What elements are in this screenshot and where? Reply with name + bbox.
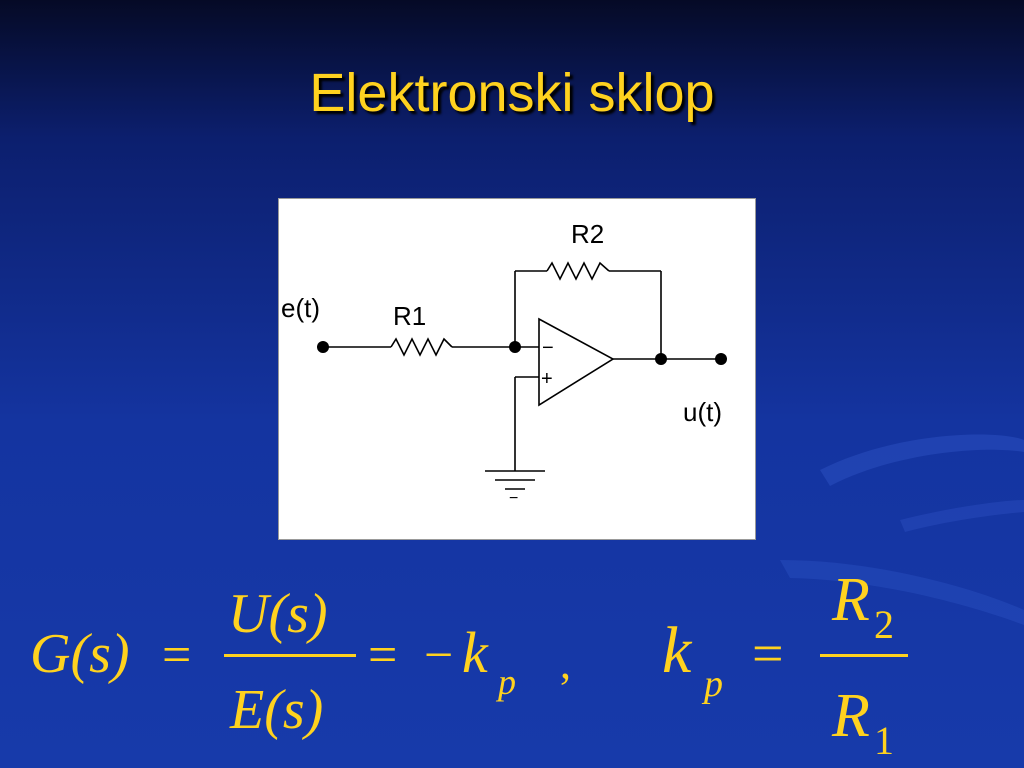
r1-label: R1 (393, 301, 426, 331)
circuit-diagram: e(t) R1 R2 u(t) − + − (278, 198, 756, 540)
plus-sign: + (541, 368, 553, 390)
eq-p-sub: p (495, 662, 516, 702)
ground-minus-sign: − (509, 490, 518, 507)
input-label: e(t) (281, 293, 320, 323)
eq-r-den: R (831, 682, 870, 750)
output-junction-node (655, 353, 667, 365)
eq-lhs: G(s) (30, 623, 130, 685)
output-label: u(t) (683, 397, 722, 427)
opamp-triangle (538, 317, 615, 407)
eq-p-sub2: p (701, 663, 723, 705)
eq-equals-3: = (752, 623, 784, 685)
eq-denominator: E(s) (229, 679, 323, 741)
eq-two-sub: 2 (874, 602, 894, 647)
minus-sign: − (542, 337, 554, 359)
eq-equals-1: = (162, 627, 191, 684)
r2-label: R2 (571, 219, 604, 249)
eq-comma: , (560, 639, 571, 688)
output-node (715, 353, 727, 365)
eq-r-num: R (831, 566, 870, 634)
transfer-function-equation: G(s) = U(s) E(s) = − k p , k p = R 2 R 1 (30, 566, 908, 763)
r1-resistor (390, 337, 453, 357)
eq-minus: − (424, 627, 453, 684)
eq-k: k (462, 620, 489, 685)
fraction-bar-2 (820, 654, 908, 657)
input-node (317, 341, 329, 353)
slide-title: Elektronski sklop (309, 63, 715, 123)
eq-k2: k (662, 614, 693, 687)
fraction-bar-1 (224, 654, 356, 657)
eq-numerator: U(s) (228, 583, 328, 645)
eq-one-sub: 1 (874, 718, 894, 763)
circuit-svg: e(t) R1 R2 u(t) − + − (281, 219, 727, 507)
summing-node (509, 341, 521, 353)
eq-equals-2: = (368, 627, 397, 684)
r2-resistor (546, 261, 610, 281)
